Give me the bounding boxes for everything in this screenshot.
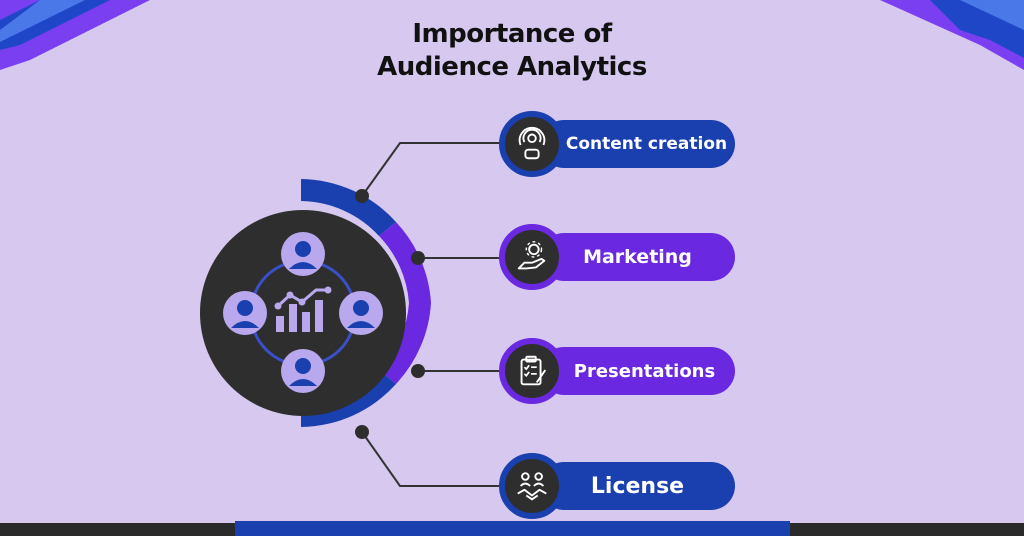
clipboard-checklist-icon [499,338,565,404]
user-avatar-icon-right [339,291,383,335]
connector-dot-3 [411,364,425,378]
ring-segment-top [301,179,396,236]
user-avatar-icon-top [281,232,325,276]
user-avatar-icon-bottom [281,349,325,393]
title-line-2: Audience Analytics [377,52,647,82]
item-license: License [540,462,735,510]
item-label-content-creation: Content creation [565,134,728,154]
broadcast-user-icon [499,111,565,177]
connector-dot-4 [355,425,369,439]
bottom-bar-blue [235,521,790,536]
connector-content-creation [361,142,500,197]
item-marketing: Marketing [540,233,735,281]
user-avatar-icon-left [223,291,267,335]
item-label-marketing: Marketing [583,246,692,268]
title-line-1: Importance of [412,19,612,49]
corner-stripe-top-right-light [960,0,1024,30]
item-label-license: License [590,473,685,499]
connector-license [361,431,500,487]
page-title: Importance of Audience Analytics [312,18,712,84]
item-presentations: Presentations [540,347,735,395]
item-label-presentations: Presentations [573,360,716,382]
hand-gear-icon [499,224,565,290]
corner-stripe-top-left-light [0,0,85,42]
item-content-creation: Content creation [540,120,735,168]
connector-dot-1 [355,189,369,203]
connector-dot-2 [411,251,425,265]
handshake-icon [499,453,565,519]
analytics-chart-icon [274,286,332,332]
ring-segment-upper-middle [379,222,431,303]
